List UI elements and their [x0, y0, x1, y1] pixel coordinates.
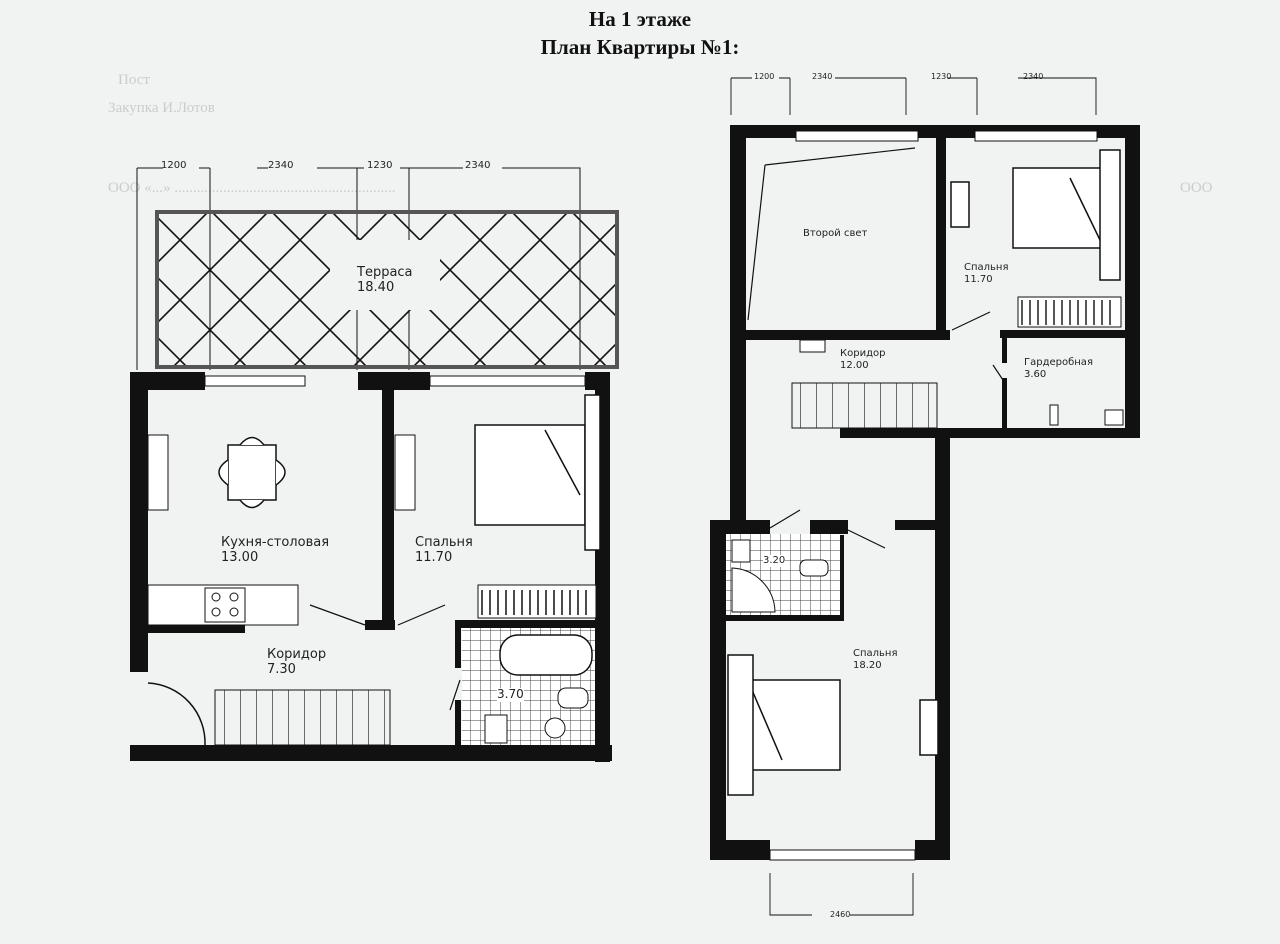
room-bathroom: 3.70 — [497, 687, 524, 702]
room-bedroom: Спальня 11.70 — [415, 535, 473, 565]
room-wardrobe: Гардеробная 3.60 — [1024, 357, 1093, 380]
room-bedroom-upper: Спальня 11.70 — [964, 262, 1009, 285]
dim-label: 2340 — [812, 72, 833, 81]
walls-floor2 — [710, 125, 1140, 860]
dim-label: 1200 — [161, 160, 187, 171]
background-text: ООО — [1180, 180, 1213, 196]
dim-label: 1230 — [367, 160, 393, 171]
room-corridor-upper: Коридор 12.00 — [840, 348, 886, 371]
background-text: Закупка И.Лотов — [108, 100, 215, 116]
floor-heading: На 1 этаже — [588, 7, 692, 31]
dim-label: 1200 — [754, 72, 775, 81]
dim-label: 2340 — [1023, 72, 1044, 81]
dim-label: 1230 — [931, 72, 952, 81]
room-corridor: Коридор 7.30 — [267, 647, 327, 677]
kitchen-counter — [147, 584, 299, 626]
room-second-light: Второй свет — [803, 228, 868, 239]
room-bedroom-large: Спальня 18.20 — [853, 648, 898, 671]
dim-label: 2460 — [830, 910, 851, 919]
dimension-line-bottom — [769, 873, 914, 916]
dim-label: 2340 — [465, 160, 491, 171]
dim-label: 2340 — [268, 160, 294, 171]
background-text: ООО «...» ..............................… — [108, 180, 396, 196]
background-text: Пост — [118, 72, 150, 88]
entrance-door — [147, 682, 206, 746]
room-bathroom-upper: 3.20 — [763, 555, 786, 567]
dimension-line-floor2 — [730, 77, 1097, 115]
bed — [474, 394, 601, 551]
walls — [130, 372, 612, 762]
room-kitchen-dining: Кухня-столовая 13.00 — [221, 535, 330, 565]
dining-table — [218, 436, 286, 509]
plan-title: План Квартиры №1: — [540, 35, 740, 59]
room-terrace: Терраса 18.40 — [357, 265, 413, 295]
